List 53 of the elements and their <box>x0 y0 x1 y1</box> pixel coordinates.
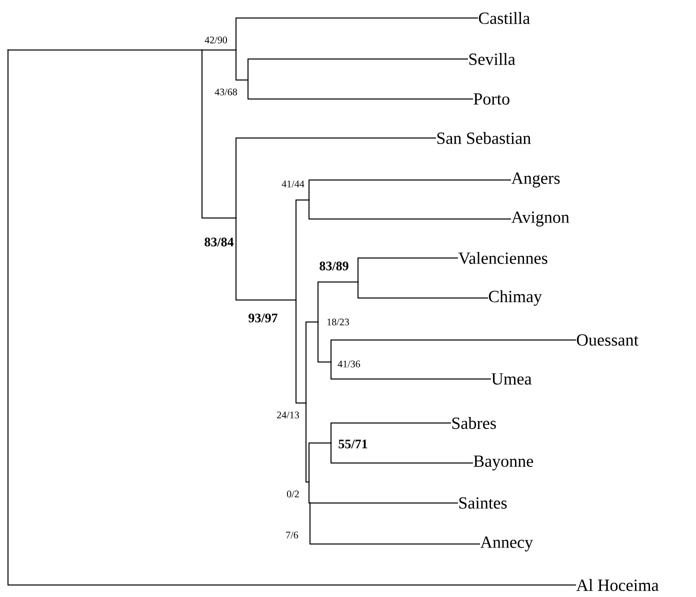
branch <box>202 50 236 218</box>
support-value: 83/89 <box>320 262 348 270</box>
branch <box>248 80 474 100</box>
branch <box>236 218 296 300</box>
support-value: 0/2 <box>287 490 299 498</box>
taxon-label: Annecy <box>480 536 534 552</box>
taxon-label: Bayonne <box>474 456 534 470</box>
branch <box>236 138 436 218</box>
branch <box>296 200 310 300</box>
taxon-label: Angers <box>511 172 560 188</box>
taxon-label: Al Hoceima <box>576 579 659 591</box>
support-value: 83/84 <box>204 238 234 246</box>
branch <box>248 58 468 80</box>
taxon-label: Ouessant <box>576 334 638 346</box>
support-value: 18/23 <box>328 318 349 326</box>
branch <box>330 362 492 380</box>
support-value: 7/6 <box>286 532 298 538</box>
branch <box>308 180 512 200</box>
branch <box>358 258 458 282</box>
branch <box>330 422 452 444</box>
taxon-label: Sabres <box>452 417 496 429</box>
branch <box>330 442 474 464</box>
branch <box>318 282 358 322</box>
taxon-label: Saintes <box>459 497 507 509</box>
taxon-label: Castilla <box>478 12 530 24</box>
taxon-label: Porto <box>474 93 510 105</box>
branch <box>308 200 512 220</box>
branch <box>306 322 318 404</box>
taxon-label: San Sebastian <box>437 132 531 144</box>
taxon-label: Valenciennes <box>458 252 548 264</box>
branch <box>330 340 576 362</box>
support-value: 43/68 <box>214 88 238 96</box>
branch <box>236 18 478 50</box>
branch <box>318 322 332 362</box>
support-value: 41/36 <box>338 360 360 368</box>
taxon-label: Chimay <box>488 290 542 306</box>
branch <box>310 502 458 504</box>
support-value: 24/13 <box>277 412 299 418</box>
support-value: 42/90 <box>204 36 228 44</box>
branch <box>358 282 488 298</box>
taxon-label: Avignon <box>511 212 570 226</box>
support-value: 41/44 <box>282 180 304 188</box>
taxon-label: Sevilla <box>469 53 516 65</box>
branch <box>296 300 306 404</box>
support-value: 93/97 <box>248 314 278 322</box>
branch <box>310 502 480 544</box>
branch <box>308 442 332 482</box>
branch <box>308 482 310 504</box>
taxon-label: Umea <box>492 373 532 385</box>
support-value: 55/71 <box>338 440 368 448</box>
branch <box>306 402 310 482</box>
branch <box>236 50 248 80</box>
branch <box>8 50 576 586</box>
